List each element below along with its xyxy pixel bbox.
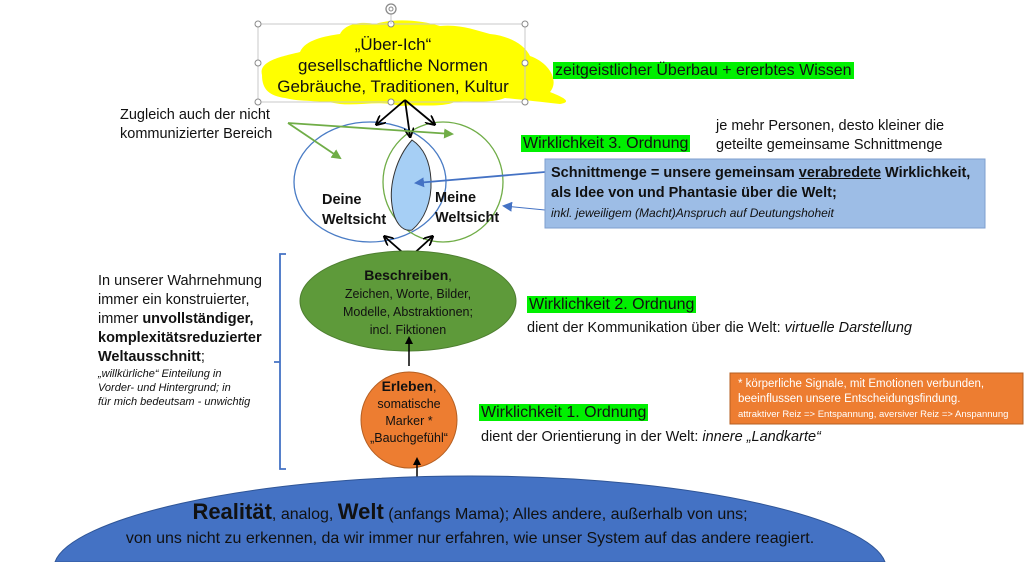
describe-text: Beschreiben, Zeichen, Worte, Bilder, Mod… [310,266,506,339]
order3-note-line1: je mehr Personen, desto kleiner die [716,118,945,134]
perception-note3: für mich bedeutsam - unwichtig [98,396,251,408]
experience-circle[interactable] [360,371,458,469]
deine-line1: Deine [322,192,362,208]
reality-line2: von uns nicht zu erkennen, da wir immer … [125,530,815,547]
superego-cloud[interactable] [261,20,567,106]
perception-note1: „willkürliche“ Einteilung in [98,368,222,380]
reality-mid: , analog, [271,506,338,523]
deine-weltsicht-circle[interactable] [293,121,447,243]
perception-note2: Vorder- und Hintergrund; in [98,382,231,394]
intersection-info-text: Schnittmenge = unsere gemeinsam verabred… [551,163,983,223]
deine-weltsicht-label: Deine Weltsicht [322,190,386,230]
order1-desc: dient der Orientierung in der Welt: inne… [481,429,821,445]
order2-desc-prefix: dient der Kommunikation über die Welt: [527,320,785,336]
superego-norms: gesellschaftliche Normen [298,56,488,75]
uncommunicated-line2: kommunizierter Bereich [120,126,273,142]
experience-text: Erleben, somatische Marker * „Bauchgefüh… [361,378,457,447]
selection-handles[interactable] [254,20,529,106]
experience-line1: somatische [377,397,441,411]
experience-line2: Marker * [385,414,433,428]
intersection-info-box[interactable] [544,158,986,229]
uncommunicated-label: Zugleich auch der nicht kommunizierter B… [120,106,272,144]
footnote-line3: attraktiver Reiz => Entspannung, aversiv… [738,409,1009,420]
perception-line5-suffix: ; [200,349,205,365]
reality-ellipse[interactable] [54,475,886,562]
order1-label: Wirklichkeit 1. Ordnung [479,404,649,421]
perception-line5-bold: Weltausschnitt [98,349,201,365]
describe-line3: incl. Fiktionen [369,323,447,337]
perception-line5: Weltausschnitt; [98,348,262,367]
meine-line1: Meine [435,190,477,206]
experience-title-line: Erleben, [361,378,457,396]
perception-line3-bold: unvollständiger, [142,311,254,327]
describe-line2: Modelle, Abstraktionen; [343,305,473,319]
order2-desc: dient der Kommunikation über die Welt: v… [527,320,912,336]
info-line2: als Idee von und Phantasie über die Welt… [551,185,837,201]
superstructure-label: zeitgeistlicher Überbau + ererbtes Wisse… [553,62,854,79]
reality-line1: Realität, analog, Welt (anfangs Mama); A… [70,500,870,527]
footnote-text: * körperliche Signale, mit Emotionen ver… [738,377,1022,422]
order2-desc-italic: virtuelle Darstellung [784,320,912,336]
order2-label: Wirklichkeit 2. Ordnung [527,296,697,313]
describe-line1: Zeichen, Worte, Bilder, [344,287,472,301]
order1-desc-italic: innere „Landkarte“ [702,429,821,445]
describe-title-line: Beschreiben, [310,266,506,285]
superego-text: „Über-Ich“ gesellschaftliche Normen Gebr… [262,34,524,97]
order3-note: je mehr Personen, desto kleiner die gete… [716,117,944,155]
deine-line2: Weltsicht [322,212,387,228]
info-line1-underlined: verabredete [798,165,882,181]
reality-word: Realität [192,499,272,524]
footnote-line1: * körperliche Signale, mit Emotionen ver… [738,378,985,390]
reality-text: Realität, analog, Welt (anfangs Mama); A… [70,500,870,551]
intersection-area[interactable] [390,139,432,231]
info-line1-suffix: Wirklichkeit, [881,165,971,181]
describe-title: Beschreiben [364,267,449,283]
describe-title-suffix: , [448,269,452,283]
describe-ellipse[interactable] [299,250,517,352]
meine-weltsicht-label: Meine Weltsicht [435,188,499,228]
footnote-box[interactable] [729,372,1024,425]
perception-line3-prefix: immer [98,311,143,327]
order1-desc-prefix: dient der Orientierung in der Welt: [481,429,703,445]
rotate-handle-icon[interactable] [385,3,397,15]
perception-line3: immer unvollständiger, [98,310,262,329]
footnote-line2: beeinflussen unsere Entscheidungsfindung… [738,393,961,405]
perception-text: In unserer Wahrnehmung immer ein konstru… [98,272,262,409]
meine-weltsicht-circle[interactable] [382,121,504,243]
perception-line1: In unserer Wahrnehmung [98,273,262,289]
perception-line2: immer ein konstruierter, [98,292,250,308]
reality-rest: (anfangs Mama); Alles andere, außerhalb … [383,506,748,523]
perception-bracket [274,253,286,470]
experience-title-suffix: , [432,380,437,394]
info-line1: Schnittmenge = unsere gemeinsam verabred… [551,163,983,183]
info-line3: inkl. jeweiligem (Macht)Anspruch auf Deu… [551,206,834,220]
superego-title: „Über-Ich“ [354,35,432,54]
superego-traditions: Gebräuche, Traditionen, Kultur [277,77,509,96]
experience-line3: „Bauchgefühl“ [370,431,448,445]
meine-line2: Weltsicht [435,210,500,226]
uncommunicated-line1: Zugleich auch der nicht [120,107,270,123]
experience-title: Erleben [381,378,433,394]
order3-label: Wirklichkeit 3. Ordnung [521,135,691,152]
perception-line4: komplexitätsreduzierter [98,330,262,346]
welt-word: Welt [337,499,384,524]
info-line1-prefix: Schnittmenge = unsere gemeinsam [551,165,799,181]
order3-note-line2: geteilte gemeinsame Schnittmenge [716,137,943,153]
